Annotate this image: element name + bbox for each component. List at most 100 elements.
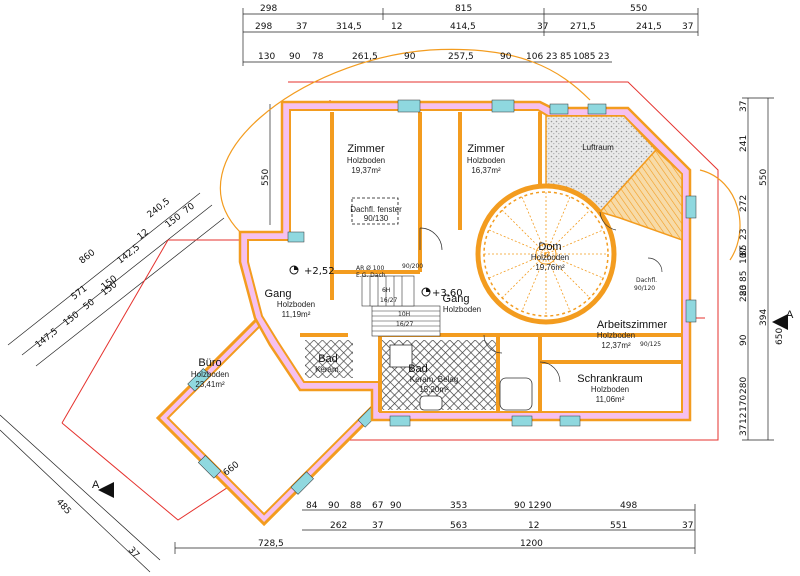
top-dim-r2-3: 12	[391, 22, 402, 32]
top-dimension-lines	[242, 8, 699, 66]
room-luftraum-name: Luftraum	[582, 143, 614, 152]
level-label-1: +2,52	[304, 266, 335, 277]
bad-small-tiles	[305, 340, 353, 378]
right-dim-14: 37	[739, 425, 749, 436]
stair-ratio-1: 16/27	[380, 297, 397, 304]
top-dim-r3-1: 90	[289, 52, 301, 62]
top-dim-r3-8: 23	[546, 52, 557, 62]
top-dim-1: 298	[260, 4, 277, 14]
bottom-dim-r1-0: 84	[306, 501, 318, 511]
dachfl2-label: Dachfl.	[636, 277, 657, 284]
right-outer-dim-0: 550	[759, 169, 769, 186]
top-dim-r3-12: 23	[598, 52, 609, 62]
bottom-dim-r2-1: 37	[372, 521, 383, 531]
bottom-dim-r1-3: 67	[372, 501, 383, 511]
dachfenster-label: Dachfl. fenster	[350, 205, 402, 214]
left-dimension-lines	[0, 104, 271, 573]
room-dom-area: 19,76m²	[535, 263, 565, 272]
bottom-left-dim-37: 37	[126, 545, 141, 560]
room-bad-1-name: Bad	[318, 353, 338, 365]
right-dim-12: 170	[739, 395, 749, 412]
top-dim-r2-4: 414,5	[450, 22, 476, 32]
room-dom-floor: Holzboden	[531, 253, 569, 262]
left-diag-2: 12	[136, 227, 151, 242]
left-dim-550: 550	[261, 169, 271, 186]
left-diag-10: 50	[82, 297, 97, 312]
bottom-dim-r1-6: 90	[514, 501, 526, 511]
room-zimmer-1-area: 19,37m²	[351, 166, 381, 175]
room-bad-2-area: 15,20m²	[419, 385, 449, 394]
eg-label: E.G. Dach	[356, 272, 386, 279]
bottom-dim-r2-2: 563	[450, 521, 467, 531]
top-dim-3: 550	[630, 4, 647, 14]
left-diag-dims: 860 571 12 240,5 150 70 142,5 150 147,5 …	[34, 197, 197, 351]
right-dim-3: 23	[739, 229, 749, 240]
bottom-dim-r1-5: 353	[450, 501, 467, 511]
top-dim-r3-3: 261,5	[352, 52, 378, 62]
top-dim-r2-5: 37	[537, 22, 548, 32]
left-diag-0: 860	[78, 248, 98, 267]
bottom-dim-r3-0: 728,5	[258, 539, 284, 549]
bottom-dim-r1-8: 90	[540, 501, 552, 511]
top-dim-r3-0: 130	[258, 52, 275, 62]
room-zimmer-2-floor: Holzboden	[467, 156, 505, 165]
room-buero-floor: Holzboden	[191, 370, 229, 379]
room-dom-name: Dom	[538, 241, 561, 253]
window-label: 90/125	[640, 341, 661, 348]
orange-arc-right	[699, 169, 741, 261]
room-arbeitszimmer-area: 12,37m²	[601, 341, 631, 350]
top-dim-r2-1: 37	[296, 22, 307, 32]
top-dim-r2-2: 314,5	[336, 22, 362, 32]
shower	[389, 344, 413, 368]
top-dim-r2-6: 271,5	[570, 22, 596, 32]
room-bad-2-floor: Keram. Belag	[410, 375, 458, 384]
room-arbeitszimmer-name: Arbeitszimmer	[597, 319, 668, 331]
bathtub	[499, 377, 533, 411]
dachfl2-size: 90/120	[634, 285, 655, 292]
top-dim-r3-11: 85	[584, 52, 595, 62]
bottom-dim-r1-9: 498	[620, 501, 637, 511]
right-dim-6: 85	[739, 271, 749, 282]
room-gang-2-name: Gang	[443, 293, 470, 305]
right-outer-dim-1: 394	[759, 309, 769, 326]
top-dim-2: 815	[455, 4, 472, 14]
orange-arc	[219, 48, 591, 233]
level-label-2: +3,60	[432, 288, 463, 299]
room-schrankraum-floor: Holzboden	[591, 385, 629, 394]
bottom-dim-r1-2: 88	[350, 501, 362, 511]
bottom-dim-r1-1: 90	[328, 501, 340, 511]
stair-h2: 10H	[398, 311, 410, 318]
right-dim-7: 23	[739, 285, 749, 296]
room-zimmer-2-area: 16,37m²	[471, 166, 501, 175]
bottom-dim-r2-5: 37	[682, 521, 693, 531]
sink	[419, 395, 443, 411]
room-arbeitszimmer-floor: Holzboden	[597, 331, 635, 340]
room-zimmer-1-floor: Holzboden	[347, 156, 385, 165]
bottom-dim-r2-3: 12	[528, 521, 539, 531]
section-label-right: A	[786, 309, 794, 321]
room-bad-2-name: Bad	[408, 363, 428, 375]
right-dim-2: 272	[739, 195, 749, 212]
luftraum-hatch	[598, 148, 683, 242]
door-label: 90/200	[402, 263, 423, 270]
left-diag-6: 142,5	[116, 243, 142, 267]
top-dim-r2-7: 241,5	[636, 22, 662, 32]
top-dim-r3-4: 90	[404, 52, 416, 62]
level-marker-2	[421, 287, 431, 297]
dachfenster-box	[351, 197, 399, 225]
room-zimmer-1-name: Zimmer	[347, 143, 385, 155]
room-gang-1-name: Gang	[265, 288, 292, 300]
doors	[419, 211, 663, 383]
room-schrankraum-area: 11,06m²	[596, 395, 625, 404]
top-dim-r3-6: 90	[500, 52, 512, 62]
right-dim-10: 90	[739, 334, 749, 346]
room-gang-1-area: 11,19m²	[282, 310, 311, 319]
room-zimmer-2-name: Zimmer	[467, 143, 505, 155]
bottom-dim-r1-4: 90	[390, 501, 402, 511]
right-dim-0: 37	[739, 101, 749, 112]
top-dim-r2-0: 298	[255, 22, 272, 32]
bottom-dim-r3-1: 1200	[520, 539, 543, 549]
left-diag-9: 150	[62, 310, 82, 329]
left-diag-8: 147,5	[34, 327, 60, 351]
left-diag-3: 240,5	[146, 197, 172, 221]
